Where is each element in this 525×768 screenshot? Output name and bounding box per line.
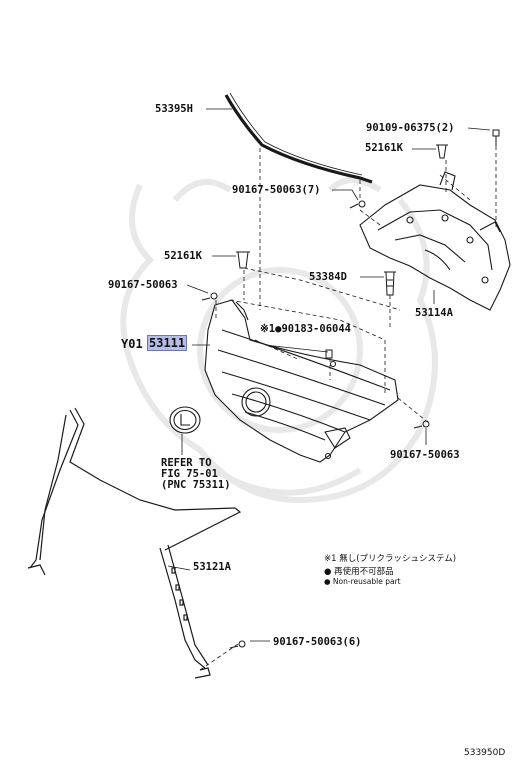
diagram-id: 533950D: [464, 748, 506, 758]
refer-line1: REFER TO: [161, 457, 212, 469]
screw-90167-left: [201, 292, 218, 301]
screw-90167-7: [349, 200, 366, 209]
label-52161K-top: 52161K: [365, 142, 403, 154]
molding-53395H: [224, 92, 373, 184]
label-53121A: 53121A: [193, 561, 231, 573]
label-90109-06375: 90109-06375(2): [366, 122, 455, 134]
label-53395H: 53395H: [155, 103, 193, 115]
emblem-75311: [169, 406, 201, 434]
screw-90167-6: [229, 640, 246, 649]
nut-90183: [325, 349, 333, 359]
label-90167-50063-6: 90167-50063(6): [273, 636, 362, 648]
label-90167-50063-right: 90167-50063: [390, 449, 460, 461]
label-53111-prefix: Y01: [121, 337, 143, 351]
clip-52161K-top: [436, 144, 448, 159]
label-90167-50063-left: 90167-50063: [108, 279, 178, 291]
legend-line2: ● 再使用不可部品: [324, 567, 394, 577]
refer-line2: FIG 75-01: [161, 468, 218, 480]
label-53114A: 53114A: [415, 307, 453, 319]
refer-line3: (PNC 75311): [161, 479, 231, 491]
clip-53384D: [384, 271, 396, 296]
label-52161K-left: 52161K: [164, 250, 202, 262]
refer-note: REFER TO FIG 75-01 (PNC 75311): [161, 458, 231, 491]
dashed-leaders: [199, 146, 497, 671]
legend-line1: ※1 無し(プリクラッシュシステム): [324, 554, 457, 564]
label-53384D: 53384D: [309, 271, 347, 283]
label-53111-highlighted[interactable]: 53111: [147, 335, 188, 351]
clip-52161K-left: [236, 251, 250, 269]
bracket-53114A: [359, 171, 511, 311]
bolt-90109: [492, 129, 500, 146]
label-90167-50063-7: 90167-50063(7): [232, 184, 321, 196]
leader-lines: [167, 108, 491, 642]
watermark-crest: [120, 177, 438, 504]
legend-line3: ● Non-reusable part: [324, 577, 401, 586]
label-90183-06044: ※1●90183-06044: [260, 323, 351, 335]
grille-53111: [204, 299, 399, 463]
surround-53121A: [27, 407, 242, 679]
